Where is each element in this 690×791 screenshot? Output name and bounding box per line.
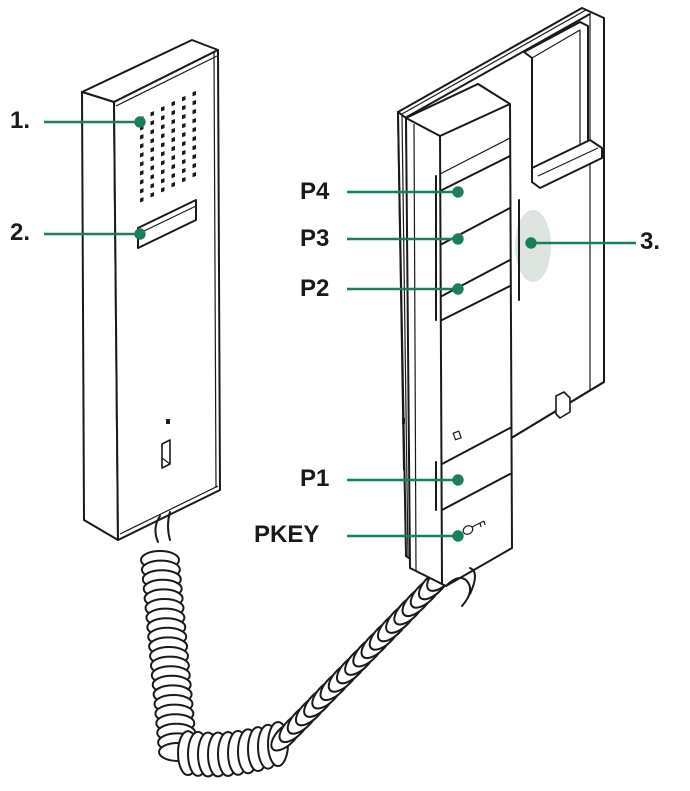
grille-hole bbox=[161, 106, 165, 112]
grille-hole bbox=[192, 135, 196, 142]
grille-hole bbox=[150, 183, 154, 189]
grille-hole bbox=[192, 117, 196, 124]
grille-hole bbox=[182, 131, 186, 138]
grille-hole bbox=[192, 126, 196, 133]
cradle-lip bbox=[531, 139, 603, 189]
button-column-top bbox=[405, 83, 511, 137]
grille-hole bbox=[140, 134, 144, 140]
grille-hole bbox=[150, 147, 154, 153]
grille-hole bbox=[192, 99, 196, 106]
callout-label-p3: P3 bbox=[300, 225, 330, 252]
button-column bbox=[405, 83, 513, 587]
grille-hole bbox=[161, 187, 165, 193]
grille-hole bbox=[161, 133, 165, 139]
handset-side-face bbox=[81, 91, 119, 541]
grille-hole bbox=[182, 95, 186, 102]
grille-hole bbox=[192, 162, 196, 169]
grille-hole bbox=[161, 115, 165, 121]
callout-label-p2: P2 bbox=[300, 275, 330, 302]
grille-hole bbox=[140, 170, 144, 176]
grille-hole bbox=[161, 151, 165, 157]
callout-label-3: 3. bbox=[640, 228, 661, 255]
grille-hole bbox=[171, 155, 175, 161]
grille-hole bbox=[171, 128, 175, 134]
grille-hole bbox=[182, 167, 186, 174]
grille-hole bbox=[150, 120, 154, 126]
leader-dot-p2 bbox=[452, 283, 464, 295]
grille-hole bbox=[192, 153, 196, 160]
grille-hole bbox=[182, 176, 186, 183]
leader-dot-1 bbox=[134, 116, 146, 128]
grille-hole bbox=[182, 104, 186, 111]
grille-hole bbox=[150, 111, 154, 117]
grille-hole bbox=[140, 188, 144, 194]
grille-hole bbox=[182, 122, 186, 129]
callout-label-p1: P1 bbox=[300, 465, 330, 492]
key-icon bbox=[462, 520, 486, 535]
grille-hole bbox=[192, 90, 196, 97]
grille-hole bbox=[182, 113, 186, 120]
handset bbox=[81, 39, 221, 543]
leader-dot-2 bbox=[134, 228, 146, 240]
leader-dot-pkey bbox=[452, 530, 464, 542]
grille-hole bbox=[150, 192, 154, 198]
grille-hole bbox=[161, 160, 165, 166]
grille-hole bbox=[140, 179, 144, 185]
grille-hole bbox=[150, 138, 154, 144]
grille-hole bbox=[150, 129, 154, 135]
grille-hole bbox=[140, 143, 144, 149]
grille-hole bbox=[161, 124, 165, 130]
grille-hole bbox=[140, 161, 144, 167]
grille-hole bbox=[150, 174, 154, 180]
wall-mount-hook bbox=[555, 391, 571, 419]
callout-label-pkey: PKEY bbox=[254, 521, 320, 548]
grille-hole bbox=[171, 173, 175, 179]
grille-hole bbox=[150, 156, 154, 162]
handset-led-dot bbox=[166, 419, 170, 424]
handset-front-face bbox=[113, 49, 221, 541]
grille-hole bbox=[140, 152, 144, 158]
leader-dot-p3 bbox=[452, 233, 464, 245]
grille-hole bbox=[161, 169, 165, 175]
grille-hole bbox=[192, 171, 196, 178]
grille-hole bbox=[171, 164, 175, 170]
grille-hole bbox=[161, 142, 165, 148]
grille-hole bbox=[171, 146, 175, 152]
grille-hole bbox=[171, 119, 175, 125]
callout-label-2: 2. bbox=[10, 219, 31, 246]
handset-speaker-grille bbox=[140, 90, 196, 203]
grille-hole bbox=[161, 178, 165, 184]
grille-hole bbox=[192, 108, 196, 115]
grille-hole bbox=[171, 137, 175, 143]
column-indicator bbox=[452, 430, 462, 441]
handset-microphone-slot bbox=[137, 199, 197, 249]
grille-hole bbox=[182, 158, 186, 165]
grille-hole bbox=[182, 140, 186, 147]
wall-unit bbox=[397, 7, 605, 607]
callout-leaders bbox=[44, 116, 636, 542]
grille-hole bbox=[171, 182, 175, 188]
grille-hole bbox=[171, 110, 175, 116]
leader-dot-p1 bbox=[452, 474, 464, 486]
callout-label-p4: P4 bbox=[300, 178, 330, 205]
grille-hole bbox=[192, 144, 196, 151]
grille-hole bbox=[140, 197, 144, 203]
grille-hole bbox=[150, 165, 154, 171]
leader-dot-p4 bbox=[452, 186, 464, 198]
grille-hole bbox=[182, 149, 186, 156]
leader-dot-3 bbox=[525, 237, 537, 249]
grille-hole bbox=[171, 101, 175, 107]
callout-label-1: 1. bbox=[10, 107, 31, 134]
